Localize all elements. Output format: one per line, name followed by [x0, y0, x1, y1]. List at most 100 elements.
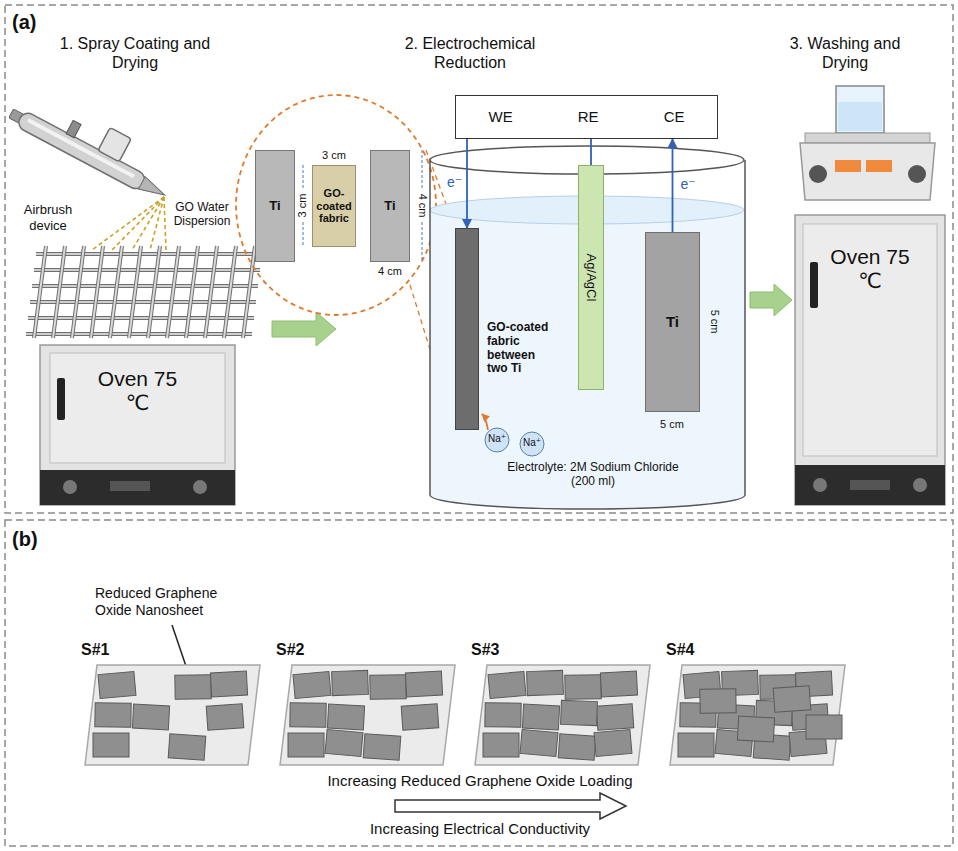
node-text: GO-coated fabric between two Ti [487, 321, 553, 376]
text-label: 2. Electrochemical Reduction [390, 34, 550, 72]
process-arrow [272, 312, 336, 346]
mesh-thread [26, 333, 252, 335]
node-text: WE [489, 108, 513, 125]
graphene-sheet [132, 704, 169, 730]
graphene-sheet [206, 704, 244, 730]
graphene-sheet [363, 734, 401, 760]
mesh-thread [53, 246, 65, 338]
ion-arrow [482, 414, 488, 430]
text-label: 3. Washing and Drying [765, 34, 925, 72]
sample: S#3 [475, 665, 650, 765]
mesh-thread [186, 246, 198, 338]
mesh-thread [30, 301, 256, 303]
node-text: S#1 [81, 641, 109, 659]
text-label: 1. Spray Coating and Drying [55, 34, 215, 72]
mesh-thread [91, 246, 103, 338]
mesh-thread [28, 316, 254, 320]
node-text: Oven 75 ℃ [830, 245, 910, 293]
node-text: S#3 [471, 641, 499, 659]
plate [85, 665, 260, 765]
sample-plate [85, 665, 260, 765]
graphene-sheet [565, 675, 601, 700]
mesh-thread [224, 246, 236, 338]
trend-arrow [395, 793, 626, 819]
graphene-sheet [483, 733, 519, 757]
graphene-sheet [290, 703, 326, 728]
mesh-thread [148, 246, 160, 338]
node-text: CE [664, 108, 685, 125]
wire [590, 139, 592, 165]
graphene-sheet [773, 686, 811, 712]
graphene-sheet [327, 704, 364, 730]
zoom-circle [236, 95, 436, 315]
mesh-thread [32, 285, 258, 287]
graphene-sheet [168, 734, 206, 760]
mesh-thread [34, 268, 260, 272]
plate [670, 665, 845, 765]
beaker [430, 146, 745, 509]
graphene-sheet [596, 704, 634, 730]
edge-label: e⁻ [679, 177, 698, 192]
mesh-thread [34, 246, 46, 338]
graphene-sheet [288, 733, 324, 757]
sample: S#4 [670, 665, 845, 765]
mesh-thread [34, 246, 46, 338]
text-label: 3 cm [296, 186, 309, 226]
coated-fabric: GO-coated fabric [312, 165, 356, 247]
node-text: RE [578, 108, 599, 125]
edge-label: e⁻ [445, 175, 464, 190]
text-label: 5 cm [707, 302, 720, 342]
mesh-thread [34, 269, 260, 271]
panel-frame [5, 520, 953, 846]
node-text: Oven 75 ℃ [98, 367, 178, 415]
mesh-thread [224, 246, 236, 338]
reference-electrode: Ag/AgCl [578, 165, 604, 390]
mesh-thread [205, 246, 217, 338]
mesh-thread [28, 317, 254, 319]
mesh-thread [72, 246, 84, 338]
mesh-thread [129, 246, 141, 338]
sample-plate [280, 665, 455, 765]
mesh-thread [167, 246, 179, 338]
spray [92, 197, 166, 250]
graphene-sheet [488, 671, 526, 698]
mesh-thread [186, 246, 198, 338]
sample: S#1 [85, 665, 260, 765]
text-label: 4 cm [415, 186, 428, 226]
graphene-sheet [485, 703, 521, 728]
titanium-plate: Ti [255, 150, 295, 262]
graphene-sheet [325, 729, 363, 756]
graphene-sheet [210, 671, 247, 697]
mesh-thread [167, 246, 179, 338]
graphene-sheet [93, 733, 129, 757]
graphene-sheet [558, 734, 596, 760]
graphene-sheet [561, 700, 598, 725]
mesh-thread [53, 246, 65, 338]
graphene-sheet [370, 675, 406, 700]
graphene-sheet [737, 716, 774, 742]
graphene-sheet [678, 733, 714, 757]
text-label: Na⁺ [517, 437, 547, 449]
potentiostat: WE RE CE [455, 95, 718, 139]
mesh-thread [32, 284, 258, 288]
text-label: 5 cm [652, 418, 692, 431]
graphene-sheet [700, 689, 736, 714]
graphene-sheet [594, 729, 632, 756]
text-label: Increasing Electrical Conductivity [280, 820, 680, 838]
plate [280, 665, 455, 765]
graphene-sheet [806, 715, 842, 739]
mesh-thread [129, 246, 141, 338]
graphene-sheet [332, 670, 369, 695]
panel-frame [5, 5, 953, 513]
node-text: Ti [268, 199, 281, 214]
node-text: GO-coated fabric [313, 187, 355, 225]
plate [475, 665, 650, 765]
mesh-thread [36, 253, 262, 255]
graphene-sheet [293, 671, 331, 698]
text-label: 3 cm [312, 149, 356, 162]
fabric-mesh [26, 246, 262, 338]
graphene-sheet [527, 670, 564, 695]
mesh-thread [91, 246, 103, 338]
graphene-sheet [401, 704, 439, 730]
